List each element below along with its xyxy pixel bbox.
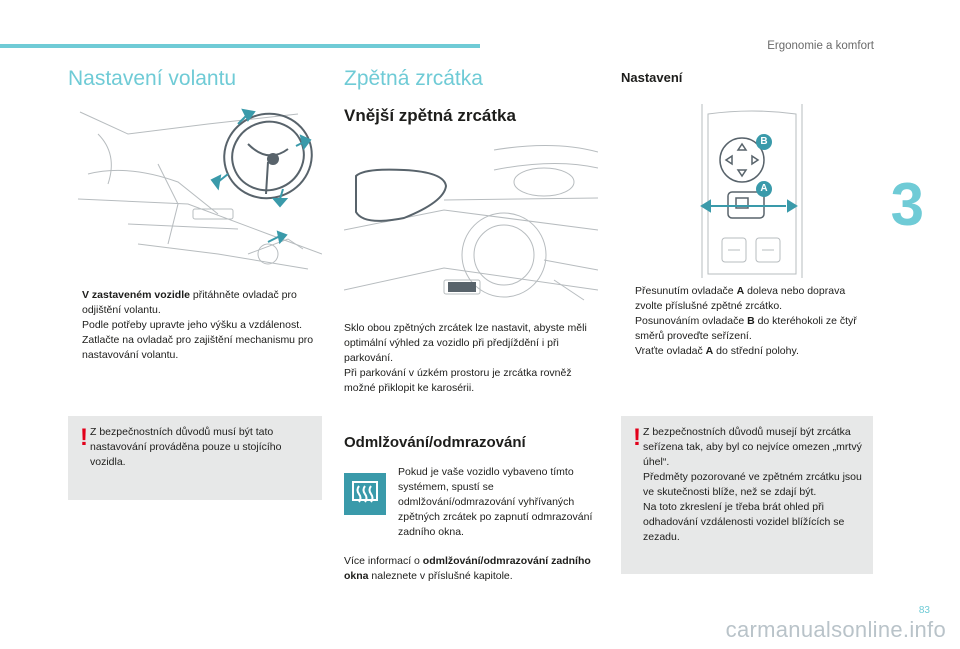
- defrost-icon: [344, 473, 386, 515]
- defrost-description: Pokud je vaše vozidlo vybaveno tímto sys…: [398, 466, 593, 538]
- warning-icon: !: [633, 424, 641, 451]
- list-item: Posunováním ovladače B do kteréhokoli ze…: [635, 315, 857, 342]
- warning-text: Z bezpečnostních důvodů musejí být zrcát…: [643, 426, 862, 543]
- defrost-title: Odmlžování/odmrazování: [344, 434, 526, 451]
- mirror-illustration: [343, 140, 599, 312]
- list-item: Vraťte ovladač A do střední polohy.: [635, 345, 799, 357]
- label-b-badge: B: [756, 134, 772, 150]
- mirrors-description: Sklo obou zpětných zrcátek lze nastavit,…: [344, 322, 587, 394]
- steering-steps: V zastaveném vozidle přitáhněte ovladač …: [68, 288, 322, 363]
- section-title: Ergonomie a komfort: [767, 40, 874, 52]
- warning-icon: !: [80, 424, 88, 451]
- settings-title: Nastavení: [621, 70, 683, 85]
- steering-title: Nastavení volantu: [68, 67, 237, 90]
- list-item: Zatlačte na ovladač pro zajištění mechan…: [82, 334, 314, 361]
- exterior-mirrors-subtitle: Vnější zpětná zrcátka: [344, 106, 516, 125]
- page-number: 83: [918, 605, 930, 616]
- label-a-badge: A: [756, 181, 772, 197]
- mirrors-warning-box: ! Z bezpečnostních důvodů musejí být zrc…: [621, 416, 873, 574]
- chapter-number: 3: [890, 171, 924, 238]
- list-item: V zastaveném vozidle přitáhněte ovladač …: [82, 289, 297, 316]
- list-item: Podle potřeby upravte jeho výšku a vzdál…: [82, 319, 303, 331]
- header-accent-bar: [0, 44, 480, 48]
- steering-illustration: [68, 104, 323, 276]
- mirror-control-illustration: [700, 104, 804, 278]
- defrost-more-info: Více informací o odmlžování/odmrazování …: [344, 555, 591, 582]
- watermark: carmanualsonline.info: [725, 617, 946, 642]
- warning-text: Z bezpečnostních důvodů musí být tato na…: [90, 426, 282, 468]
- mirrors-title: Zpětná zrcátka: [344, 67, 483, 90]
- steering-warning-box: ! Z bezpečnostních důvodů musí být tato …: [68, 416, 322, 500]
- list-item: Přesunutím ovladače A doleva nebo doprav…: [635, 285, 846, 312]
- settings-steps: Přesunutím ovladače A doleva nebo doprav…: [621, 284, 873, 359]
